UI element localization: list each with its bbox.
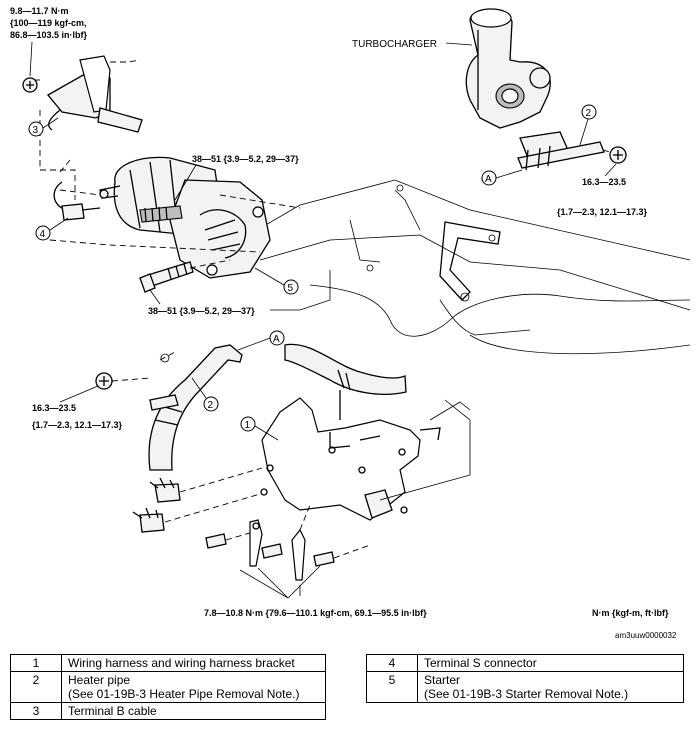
callout-circle-2b <box>203 396 219 412</box>
legend-row: 3 Terminal B cable <box>10 702 326 720</box>
legend-row: 4 Terminal S connector <box>366 654 684 672</box>
torque-upper-mid: 38—51 {3.9—5.2, 29—37} <box>192 154 299 164</box>
legend-item-label: Heater pipe <box>68 673 131 687</box>
starter-motor <box>99 156 271 279</box>
legend-row: 1 Wiring harness and wiring harness brac… <box>10 654 326 672</box>
turbocharger-drawing <box>465 8 569 159</box>
harness-clips <box>132 467 263 533</box>
terminal-s-connector <box>53 181 101 221</box>
legend-row: 2 Heater pipe (See 01-19B-3 Heater Pipe … <box>10 671 326 703</box>
torque-bottom: 7.8—10.8 N·m {79.6—110.1 kgf-cm, 69.1—95… <box>204 608 427 618</box>
callout-a2: A <box>273 334 280 345</box>
torque-left-line1: 16.3—23.5 <box>32 403 76 413</box>
legend-text: Terminal B cable <box>61 702 326 720</box>
callout-circle-2a <box>581 104 597 120</box>
turbocharger-label: TURBOCHARGER <box>352 39 437 50</box>
callout-circle-3 <box>28 121 44 137</box>
callout-circle-4 <box>35 225 51 241</box>
callout-circle-1 <box>240 416 256 432</box>
exploded-view-diagram: 9.8—11.7 N·m {100—119 kgf-cm, 86.8—103.5… <box>10 6 691 640</box>
callout-2a: 2 <box>586 108 592 119</box>
legend-item-label: Wiring harness and wiring harness bracke… <box>68 656 295 670</box>
legend-item-note: (See 01-19B-3 Starter Removal Note.) <box>424 687 629 701</box>
callout-4: 4 <box>40 229 46 240</box>
legend-num: 2 <box>10 671 62 703</box>
callout-5: 5 <box>288 283 294 294</box>
callout-2b: 2 <box>208 400 214 411</box>
units-label: N·m {kgf-m, ft·lbf} <box>592 608 669 618</box>
figure-id: am3uuw0000032 <box>615 631 677 640</box>
legend-text: Terminal S connector <box>417 654 684 672</box>
legend-table-right: 4 Terminal S connector 5 Starter (See 01… <box>366 654 684 703</box>
legend-num: 4 <box>366 654 418 672</box>
heater-pipe-lower <box>95 344 243 471</box>
mounting-bolts <box>205 504 371 581</box>
legend-item-note: (See 01-19B-3 Heater Pipe Removal Note.) <box>68 687 300 701</box>
torque-right-line1: 16.3—23.5 <box>582 177 626 187</box>
legend-item-label: Terminal B cable <box>68 704 157 718</box>
callout-a1: A <box>485 174 492 185</box>
torque-top-left-line3: 86.8—103.5 in·lbf} <box>10 30 88 40</box>
legend-item-label: Starter <box>424 673 461 687</box>
torque-lower-mid: 38—51 {3.9—5.2, 29—37} <box>148 306 255 316</box>
legend-text: Starter (See 01-19B-3 Starter Removal No… <box>417 671 684 703</box>
torque-right-line2: {1.7—2.3, 12.1—17.3} <box>557 207 648 217</box>
legend-num: 1 <box>10 654 62 672</box>
engine-block-outline <box>239 179 691 355</box>
legend-item-label: Terminal S connector <box>424 656 537 670</box>
callout-1: 1 <box>245 420 251 431</box>
legend-row: 5 Starter (See 01-19B-3 Starter Removal … <box>366 671 684 703</box>
legend-num: 5 <box>366 671 418 703</box>
torque-top-left-line1: 9.8—11.7 N·m <box>10 6 69 16</box>
callout-circle-5 <box>283 279 299 295</box>
starter-lower-bolt <box>139 261 194 293</box>
terminal-b-cable-assembly <box>22 55 143 200</box>
torque-left-line2: {1.7—2.3, 12.1—17.3} <box>32 420 123 430</box>
legend-num: 3 <box>10 702 62 720</box>
torque-top-left-line2: {100—119 kgf-cm, <box>10 18 87 28</box>
legend-table-left: 1 Wiring harness and wiring harness brac… <box>10 654 326 720</box>
legend-text: Wiring harness and wiring harness bracke… <box>61 654 326 672</box>
heater-pipe-upper <box>517 141 627 171</box>
wiring-harness-bracket <box>260 343 441 521</box>
legend-text: Heater pipe (See 01-19B-3 Heater Pipe Re… <box>61 671 326 703</box>
callout-3: 3 <box>33 125 39 136</box>
